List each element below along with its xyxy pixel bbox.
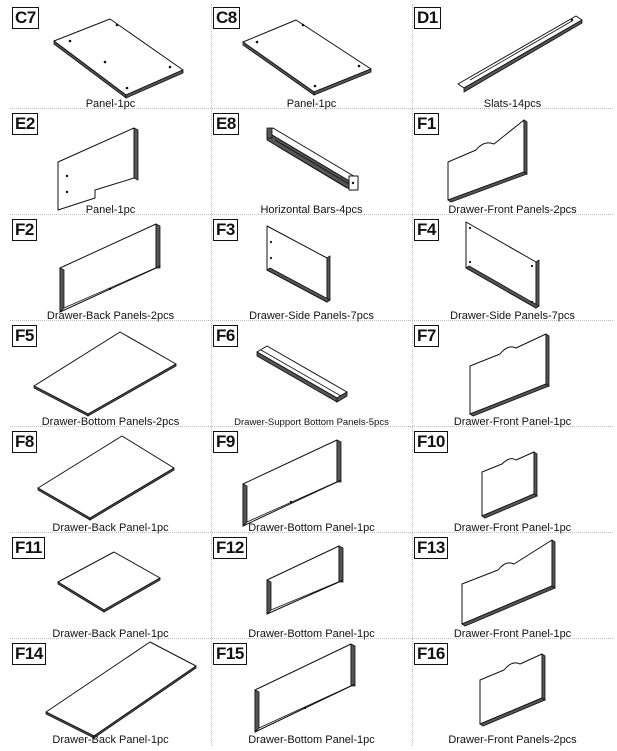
drawer-front-with-handle-cutout-icon: [461, 539, 556, 627]
part-code: F12: [213, 537, 247, 559]
part-label: Drawer-Side Panels-7pcs: [450, 310, 575, 322]
part-cell-f3: F3 Drawer-Side Panels-7pcs: [211, 216, 412, 322]
part-label: Drawer-Back Panels-2pcs: [46, 310, 175, 322]
part-code: F11: [12, 537, 45, 559]
part-label: Drawer-Front Panel-1pc: [453, 416, 572, 428]
part-cell-f11: F11 Drawer-Back Panel-1pc: [10, 534, 211, 640]
drawer-back-panel-icon: [266, 545, 344, 615]
flat-panel-with-holes-icon: [53, 18, 184, 99]
grid-line: [10, 426, 613, 427]
part-code: F5: [12, 325, 37, 347]
part-cell-f12: F12 Drawer-Bottom Panel-1pc: [211, 534, 412, 640]
part-label: Drawer-Front Panel-1pc: [453, 628, 572, 640]
part-cell-f6: F6 Drawer-Support Bottom Panels-5pcs: [211, 322, 412, 428]
drawer-front-with-handle-cutout-icon: [469, 333, 550, 417]
part-code: F4: [414, 219, 439, 241]
part-code: F6: [213, 325, 238, 347]
grid-line: [10, 108, 613, 109]
part-cell-f1: F1 Drawer-Front Panels-2pcs: [412, 110, 613, 216]
part-label: Drawer-Back Panel-1pc: [52, 734, 169, 746]
part-code: F16: [414, 643, 448, 665]
part-cell-f16: F16 Drawer-Front Panels-2pcs: [412, 640, 613, 746]
part-label: Panel-1pc: [85, 98, 136, 110]
part-label: Drawer-Front Panels-2pcs: [448, 204, 577, 216]
flat-bottom-panel-icon: [57, 551, 161, 613]
part-code: E8: [213, 113, 239, 135]
part-label: Drawer-Front Panel-1pc: [453, 522, 572, 534]
grid-line: [211, 4, 212, 746]
part-label: Drawer-Support Bottom Panels-5pcs: [234, 417, 389, 428]
part-label: Drawer-Side Panels-7pcs: [249, 310, 374, 322]
flat-bottom-panel-icon: [37, 435, 175, 521]
part-code: D1: [414, 7, 441, 29]
drawer-side-panel-icon: [465, 221, 540, 309]
grid-line: [10, 320, 613, 321]
part-code: F3: [213, 219, 238, 241]
part-cell-e2: E2 Panel-1pc: [10, 110, 211, 216]
upright-panel-with-notch-icon: [57, 127, 139, 211]
drawer-side-panel-icon: [266, 225, 331, 303]
part-code: F1: [414, 113, 439, 135]
drawer-front-with-handle-cutout-icon: [447, 119, 528, 203]
part-cell-f4: F4 Drawer-Side Panels-7pcs: [412, 216, 613, 322]
part-cell-f10: F10 Drawer-Front Panel-1pc: [412, 428, 613, 534]
part-cell-f5: F5 Drawer-Bottom Panels-2pcs: [10, 322, 211, 428]
part-code: F9: [213, 431, 238, 453]
flat-bottom-panel-icon: [33, 331, 177, 417]
part-code: F13: [414, 537, 448, 559]
part-cell-f7: F7 Drawer-Front Panel-1pc: [412, 322, 613, 428]
grid-line: [10, 532, 613, 533]
drawer-front-with-handle-cutout-icon: [481, 451, 538, 519]
part-label: Drawer-Front Panels-2pcs: [448, 734, 577, 746]
flat-panel-with-holes-icon: [242, 19, 372, 96]
part-cell-f15: F15 Drawer-Bottom Panel-1pc: [211, 640, 412, 746]
part-code: F7: [414, 325, 439, 347]
long-slat-icon: [457, 15, 583, 93]
part-cell-e8: E8 Horizontal Bars-4pcs: [211, 110, 412, 216]
drawer-back-panel-icon: [59, 223, 161, 313]
part-cell-d1: D1 Slats-14pcs: [412, 4, 613, 110]
part-label: Drawer-Bottom Panel-1pc: [248, 734, 375, 746]
part-label: Drawer-Bottom Panel-1pc: [248, 522, 375, 534]
part-code: C7: [12, 7, 39, 29]
part-label: Drawer-Bottom Panels-2pcs: [41, 416, 180, 428]
part-cell-f13: F13 Drawer-Front Panel-1pc: [412, 534, 613, 640]
part-cell-f2: F2 Drawer-Back Panels-2pcs: [10, 216, 211, 322]
part-cell-f8: F8 Drawer-Back Panel-1pc: [10, 428, 211, 534]
part-code: F8: [12, 431, 37, 453]
drawer-slide-rail-icon: [266, 127, 359, 191]
part-code: F14: [12, 643, 46, 665]
grid-line: [10, 638, 613, 639]
drawer-front-with-handle-cutout-icon: [479, 653, 546, 727]
part-label: Horizontal Bars-4pcs: [260, 204, 363, 216]
part-cell-c7: C7 Panel-1pc: [10, 4, 211, 110]
drawer-back-panel-icon: [254, 643, 356, 733]
support-bar-icon: [256, 345, 348, 403]
part-label: Drawer-Back Panel-1pc: [52, 522, 169, 534]
part-label: Drawer-Bottom Panel-1pc: [248, 628, 375, 640]
part-code: F2: [12, 219, 37, 241]
grid-line: [10, 214, 613, 215]
part-label: Drawer-Back Panel-1pc: [52, 628, 169, 640]
part-label: Panel-1pc: [286, 98, 337, 110]
flat-bottom-panel-icon: [45, 641, 197, 739]
part-cell-f9: F9 Drawer-Bottom Panel-1pc: [211, 428, 412, 534]
part-label: Slats-14pcs: [483, 98, 542, 110]
drawer-back-panel-icon: [242, 439, 342, 527]
part-code: E2: [12, 113, 38, 135]
part-code: F15: [213, 643, 247, 665]
part-cell-c8: C8 Panel-1pc: [211, 4, 412, 110]
part-code: F10: [414, 431, 448, 453]
part-code: C8: [213, 7, 240, 29]
part-label: Panel-1pc: [85, 204, 136, 216]
grid-line: [412, 4, 413, 746]
part-cell-f14: F14 Drawer-Back Panel-1pc: [10, 640, 211, 746]
